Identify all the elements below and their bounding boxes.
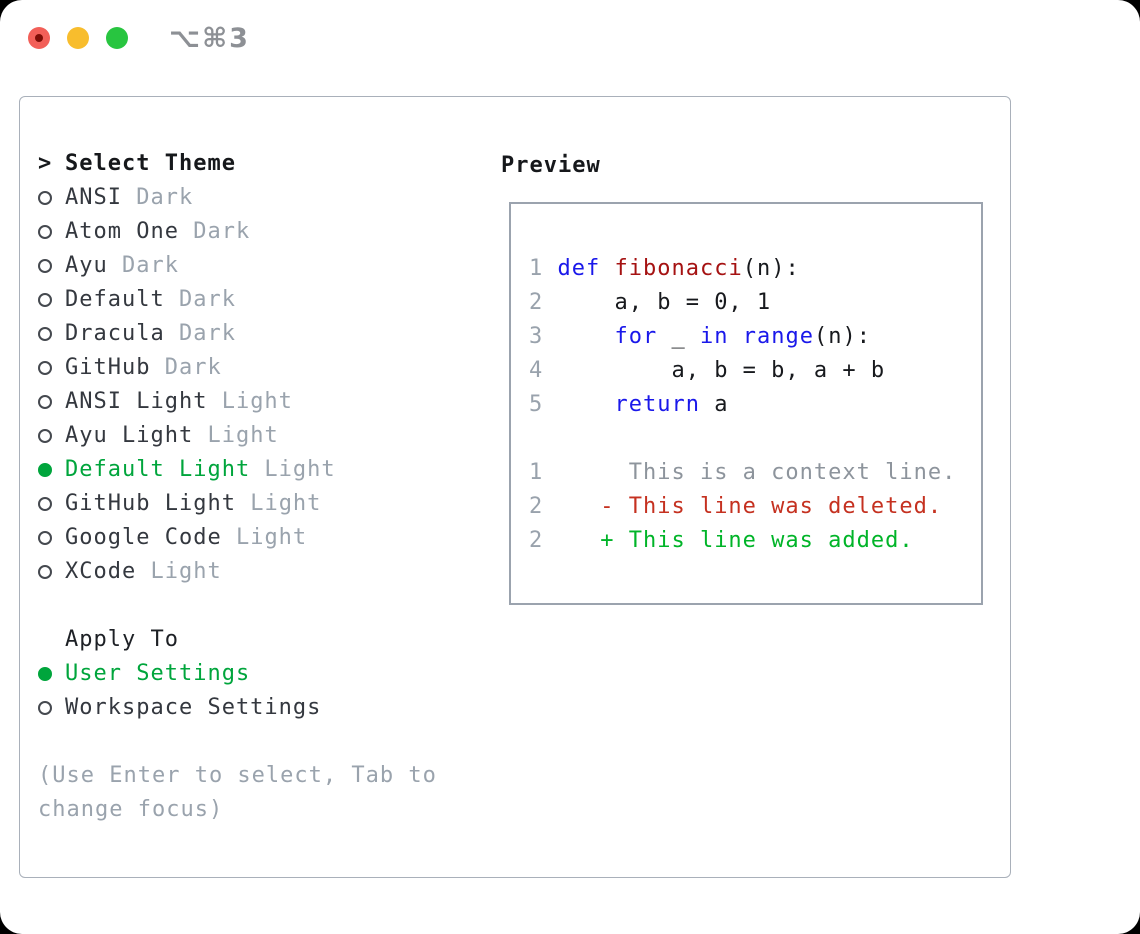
item-variant: Dark bbox=[164, 287, 236, 312]
apply-to-option[interactable]: Workspace Settings bbox=[38, 691, 437, 725]
radio-icon bbox=[38, 497, 65, 511]
preview-line: 2 + This line was added. bbox=[529, 528, 914, 553]
zoom-button[interactable] bbox=[106, 27, 128, 49]
theme-item[interactable]: Default Light Light bbox=[38, 453, 437, 487]
item-variant: Light bbox=[221, 525, 308, 550]
theme-item[interactable]: Atom One Dark bbox=[38, 215, 437, 249]
item-label: Google Code bbox=[65, 525, 222, 550]
preview-line: 5 return a bbox=[529, 392, 729, 417]
theme-item[interactable]: Google Code Light bbox=[38, 521, 437, 555]
theme-item[interactable]: ANSI Dark bbox=[38, 181, 437, 215]
item-variant: Light bbox=[136, 559, 222, 584]
cursor-caret-icon: > bbox=[38, 151, 53, 176]
list-gap bbox=[38, 725, 437, 759]
item-label: ANSI bbox=[65, 185, 122, 210]
item-label: Atom One bbox=[65, 219, 179, 244]
item-label: Default bbox=[65, 287, 165, 312]
theme-item[interactable]: Default Dark bbox=[38, 283, 437, 317]
radio-icon bbox=[38, 429, 65, 443]
item-variant: Dark bbox=[164, 321, 236, 346]
preview-line: 3 for _ in range(n): bbox=[529, 324, 871, 349]
apply-to-header: Apply To bbox=[38, 623, 437, 657]
item-label: GitHub Light bbox=[65, 491, 236, 516]
minimize-button[interactable] bbox=[67, 27, 89, 49]
radio-selected-icon bbox=[38, 667, 65, 681]
item-variant: Light bbox=[193, 423, 279, 448]
preview-line: 2 a, b = 0, 1 bbox=[529, 290, 772, 315]
hint-line: change focus) bbox=[38, 797, 224, 822]
apply-to-label: Apply To bbox=[65, 627, 179, 652]
preview-line bbox=[529, 422, 956, 456]
preview-line: 1 This is a context line. bbox=[529, 460, 957, 485]
item-label: Ayu Light bbox=[65, 423, 194, 448]
close-button[interactable] bbox=[28, 27, 50, 49]
hint-line: (Use Enter to select, Tab to bbox=[38, 763, 437, 788]
preview-title: Preview bbox=[501, 153, 601, 178]
preview-line: 2 - This line was deleted. bbox=[529, 494, 943, 519]
theme-item[interactable]: Ayu Dark bbox=[38, 249, 437, 283]
item-label: ANSI Light bbox=[65, 389, 208, 414]
radio-icon bbox=[38, 531, 65, 545]
item-label: User Settings bbox=[65, 661, 251, 686]
item-label: Ayu bbox=[65, 253, 108, 278]
theme-item[interactable]: ANSI Light Light bbox=[38, 385, 437, 419]
item-label: Dracula bbox=[65, 321, 165, 346]
window-title: ⌥⌘3 bbox=[169, 23, 250, 54]
item-variant: Dark bbox=[107, 253, 179, 278]
item-label: Default Light bbox=[65, 457, 251, 482]
radio-icon bbox=[38, 327, 65, 341]
item-label: GitHub bbox=[65, 355, 151, 380]
theme-item[interactable]: Ayu Light Light bbox=[38, 419, 437, 453]
preview-line: 4 a, b = b, a + b bbox=[529, 358, 886, 383]
apply-to-option[interactable]: User Settings bbox=[38, 657, 437, 691]
item-variant: Dark bbox=[121, 185, 194, 210]
radio-icon bbox=[38, 395, 65, 409]
hint-text: (Use Enter to select, Tab to change focus… bbox=[38, 759, 437, 827]
item-label: Workspace Settings bbox=[65, 695, 322, 720]
close-dot-icon bbox=[35, 34, 43, 42]
item-label: XCode bbox=[65, 559, 137, 584]
radio-icon bbox=[38, 259, 65, 273]
theme-item[interactable]: GitHub Dark bbox=[38, 351, 437, 385]
select-theme-header: > Select Theme bbox=[38, 147, 437, 181]
theme-item[interactable]: Dracula Dark bbox=[38, 317, 437, 351]
theme-item[interactable]: XCode Light bbox=[38, 555, 437, 589]
radio-icon bbox=[38, 701, 65, 715]
radio-icon bbox=[38, 191, 65, 205]
item-variant: Light bbox=[235, 491, 322, 516]
list-gap bbox=[38, 589, 437, 623]
preview-box: 1 def fibonacci(n): 2 a, b = 0, 1 3 for _ … bbox=[509, 202, 983, 605]
item-variant: Dark bbox=[178, 219, 251, 244]
item-variant: Light bbox=[250, 457, 336, 482]
radio-icon bbox=[38, 225, 65, 239]
select-theme-label: Select Theme bbox=[65, 151, 236, 176]
radio-selected-icon bbox=[38, 463, 65, 477]
theme-item[interactable]: GitHub Light Light bbox=[38, 487, 437, 521]
item-variant: Dark bbox=[150, 355, 222, 380]
item-variant: Light bbox=[207, 389, 293, 414]
preview-code: 1 def fibonacci(n): 2 a, b = 0, 1 3 for _ … bbox=[529, 252, 956, 558]
radio-icon bbox=[38, 565, 65, 579]
radio-icon bbox=[38, 293, 65, 307]
preview-line: 1 def fibonacci(n): bbox=[529, 256, 800, 281]
radio-icon bbox=[38, 361, 65, 375]
